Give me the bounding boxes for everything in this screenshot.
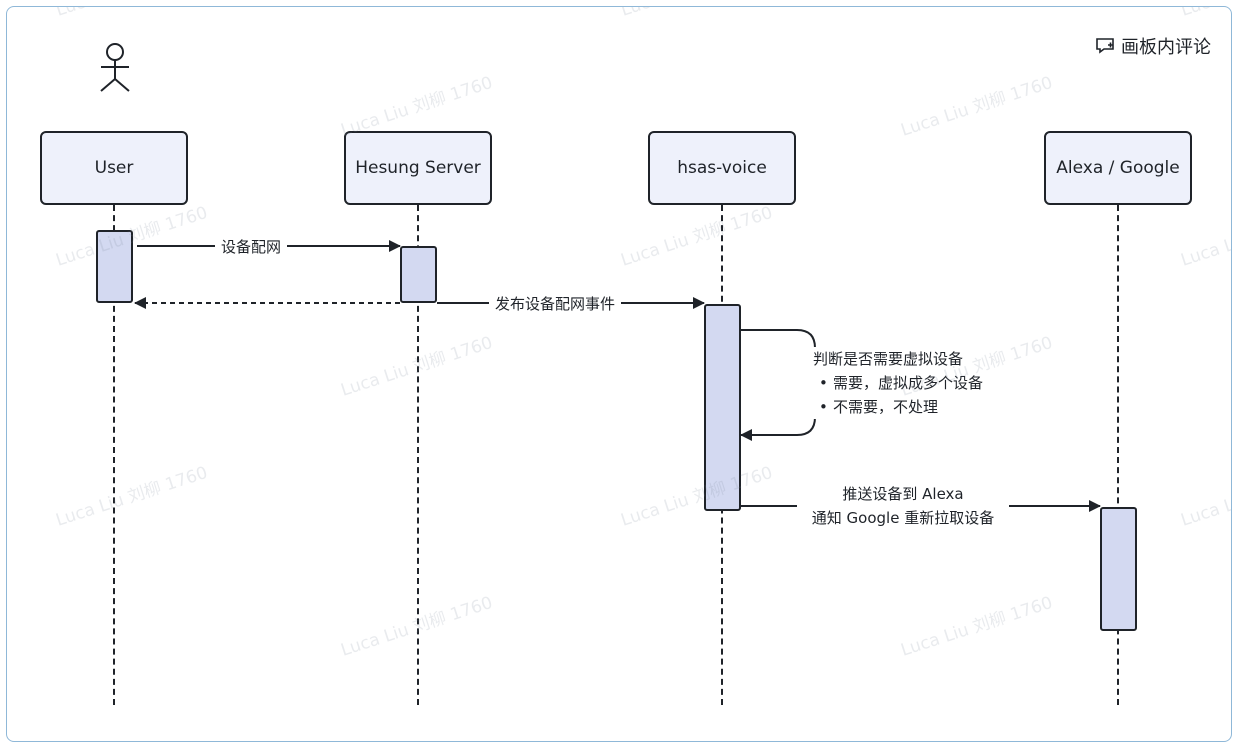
- participant-label: Alexa / Google: [1056, 158, 1180, 178]
- person-icon: [100, 43, 130, 92]
- self-note-item: 不需要，不处理: [819, 395, 983, 419]
- lifeline-hesung-server: [417, 205, 419, 705]
- activation-hesung-server: [400, 246, 437, 303]
- board-comment-label: 画板内评论: [1121, 37, 1211, 58]
- comment-icon: [1096, 38, 1114, 54]
- participant-label: hsas-voice: [677, 158, 767, 178]
- message-label-m5: 推送设备到 Alexa 通知 Google 重新拉取设备: [797, 482, 1009, 530]
- message-label-m5-line1: 推送设备到 Alexa: [842, 485, 964, 503]
- participant-hsas-voice[interactable]: hsas-voice: [648, 131, 796, 205]
- message-label-m1: 设备配网: [215, 235, 288, 259]
- message-label-m5-line2: 通知 Google 重新拉取设备: [811, 509, 995, 527]
- lifeline-alexa-google: [1117, 205, 1119, 705]
- participant-label: Hesung Server: [355, 158, 481, 178]
- activation-hsas-voice: [704, 304, 741, 511]
- board-comment-button[interactable]: 画板内评论: [1095, 33, 1211, 59]
- whiteboard-frame: 画板内评论 User Hesung Server hsas-voice Alex…: [6, 6, 1232, 742]
- participant-hesung-server[interactable]: Hesung Server: [344, 131, 492, 205]
- self-message-note: 判断是否需要虚拟设备 需要，虚拟成多个设备 不需要，不处理: [811, 347, 986, 419]
- activation-user: [96, 230, 133, 303]
- self-note-title: 判断是否需要虚拟设备: [813, 350, 964, 368]
- self-note-list: 需要，虚拟成多个设备 不需要，不处理: [813, 371, 983, 419]
- lifeline-user: [113, 205, 115, 705]
- participant-user[interactable]: User: [40, 131, 188, 205]
- activation-alexa-google: [1100, 507, 1137, 631]
- message-label-m3: 发布设备配网事件: [489, 292, 622, 316]
- participant-alexa-google[interactable]: Alexa / Google: [1044, 131, 1192, 205]
- self-note-item: 需要，虚拟成多个设备: [819, 371, 983, 395]
- participant-label: User: [94, 158, 134, 178]
- arrow-self: [740, 329, 816, 441]
- message-arrows: [134, 240, 1101, 512]
